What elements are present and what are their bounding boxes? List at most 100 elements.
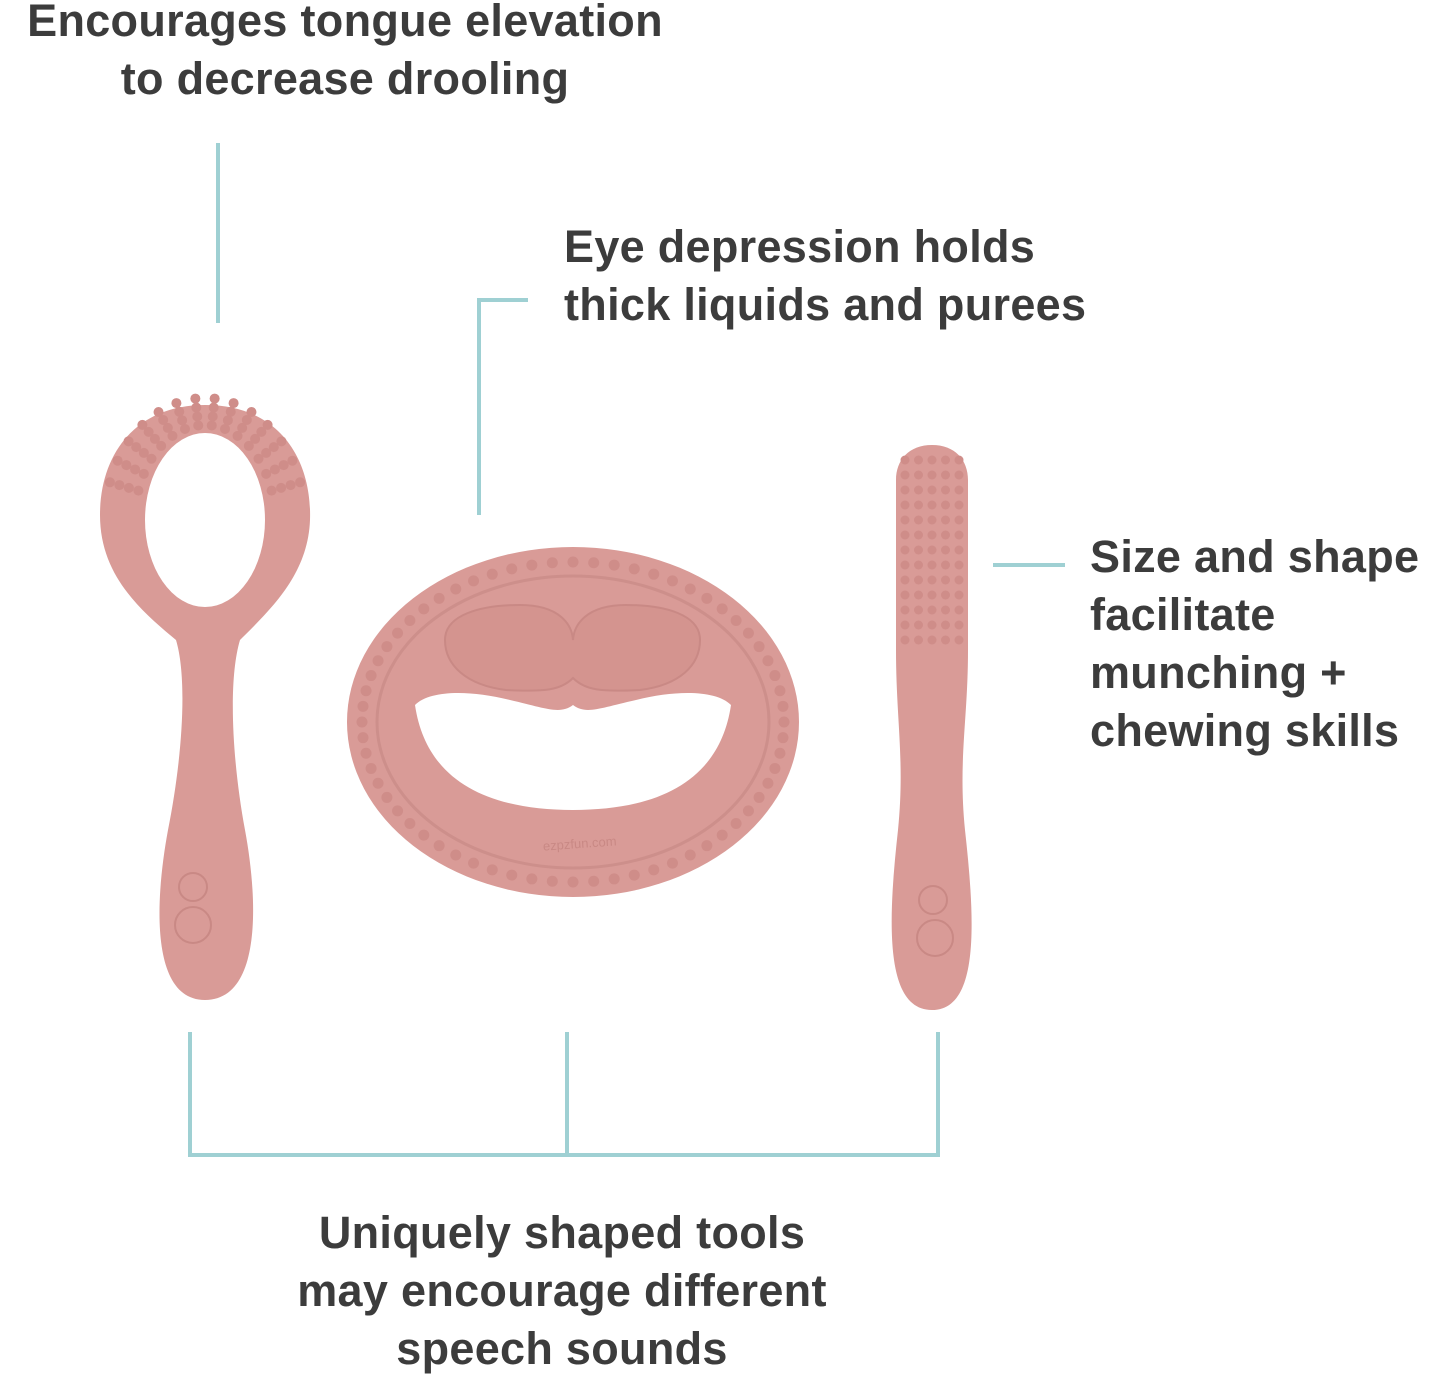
texture-dot xyxy=(954,605,964,615)
eye-connector xyxy=(477,298,528,515)
texture-dot xyxy=(192,411,203,422)
texture-dot xyxy=(954,485,964,495)
texture-dot xyxy=(372,777,384,789)
annotation-line: Size and shape xyxy=(1090,531,1420,582)
texture-dot xyxy=(153,406,164,417)
texture-dot xyxy=(941,515,950,525)
texture-dot xyxy=(684,849,696,861)
texture-dot xyxy=(927,635,937,645)
texture-dot xyxy=(927,455,937,465)
texture-dot xyxy=(567,556,579,568)
texture-dot xyxy=(954,455,964,465)
texture-dot xyxy=(769,670,781,682)
texture-dot xyxy=(900,575,910,585)
texture-dot xyxy=(486,568,498,580)
texture-dot xyxy=(588,875,600,887)
texture-dot xyxy=(104,477,115,488)
texture-dot xyxy=(567,876,579,888)
texture-dot xyxy=(914,455,923,465)
texture-dot xyxy=(666,857,678,869)
texture-dot xyxy=(914,620,923,630)
texture-dot xyxy=(927,530,937,540)
texture-dot xyxy=(914,560,923,570)
texture-dot xyxy=(278,460,289,471)
annotation-line: Encourages tongue elevation xyxy=(27,0,663,46)
texture-dot xyxy=(914,635,923,645)
texture-dot xyxy=(900,515,910,525)
texture-dot xyxy=(927,485,937,495)
texture-dot xyxy=(927,545,937,555)
texture-dot xyxy=(941,545,950,555)
texture-dot xyxy=(174,406,185,417)
texture-dot xyxy=(648,568,660,580)
texture-dot xyxy=(914,605,923,615)
texture-dot xyxy=(914,530,923,540)
texture-dot xyxy=(269,464,280,475)
texture-dot xyxy=(392,805,404,817)
texture-dot xyxy=(954,515,964,525)
texture-dot xyxy=(404,818,416,830)
texture-dot xyxy=(372,655,384,667)
texture-dot xyxy=(138,447,149,458)
texture-dot xyxy=(941,500,950,510)
texture-dot xyxy=(149,433,160,444)
texture-dot xyxy=(730,614,742,626)
texture-dot xyxy=(365,762,377,774)
tongue-elevation-annotation: Encourages tongue elevation to decrease … xyxy=(0,0,690,108)
texture-dot xyxy=(131,442,142,453)
texture-dot xyxy=(114,480,125,491)
texture-dot xyxy=(256,426,267,437)
texture-dot xyxy=(193,420,204,431)
annotation-line: Eye depression holds xyxy=(564,221,1036,272)
texture-dot xyxy=(900,485,910,495)
texture-dot xyxy=(276,482,287,493)
texture-dot xyxy=(914,575,923,585)
loop-tool xyxy=(100,393,311,1000)
texture-dot xyxy=(927,500,937,510)
texture-dot xyxy=(285,480,296,491)
texture-dot xyxy=(954,500,964,510)
texture-dot xyxy=(954,575,964,585)
texture-dot xyxy=(246,406,257,417)
texture-dot xyxy=(608,559,620,571)
texture-dot xyxy=(608,873,620,885)
texture-dot xyxy=(716,829,728,841)
texture-dot xyxy=(130,464,141,475)
texture-dot xyxy=(381,791,393,803)
texture-dot xyxy=(243,440,254,451)
texture-dot xyxy=(232,430,243,441)
texture-dot xyxy=(778,716,790,728)
texture-dot xyxy=(167,430,178,441)
texture-dot xyxy=(121,460,132,471)
texture-dot xyxy=(225,406,236,417)
texture-dot xyxy=(914,590,923,600)
texture-dot xyxy=(209,393,220,404)
texture-dot xyxy=(137,419,148,430)
texture-dot xyxy=(190,393,201,404)
texture-dot xyxy=(112,455,123,466)
annotation-line: to decrease drooling xyxy=(120,53,570,104)
texture-dot xyxy=(179,423,190,434)
texture-dot xyxy=(666,575,678,587)
texture-dot xyxy=(941,485,950,495)
annotation-line: speech sounds xyxy=(396,1323,728,1374)
texture-dot xyxy=(146,453,157,464)
annotation-line: Uniquely shaped tools xyxy=(318,1207,806,1258)
eye-depression-annotation: Eye depression holds thick liquids and p… xyxy=(564,218,1086,334)
texture-dot xyxy=(742,805,754,817)
texture-dot xyxy=(468,575,480,587)
texture-dot xyxy=(418,829,430,841)
texture-dot xyxy=(648,864,660,876)
texture-dot xyxy=(123,436,134,447)
texture-dot xyxy=(742,627,754,639)
texture-dot xyxy=(954,545,964,555)
texture-dot xyxy=(774,747,786,759)
texture-dot xyxy=(250,433,261,444)
texture-dot xyxy=(941,635,950,645)
texture-dot xyxy=(769,762,781,774)
texture-dot xyxy=(276,436,287,447)
texture-dot xyxy=(133,485,144,496)
texture-dot xyxy=(177,415,188,426)
texture-dot xyxy=(684,583,696,595)
texture-dot xyxy=(433,840,445,852)
